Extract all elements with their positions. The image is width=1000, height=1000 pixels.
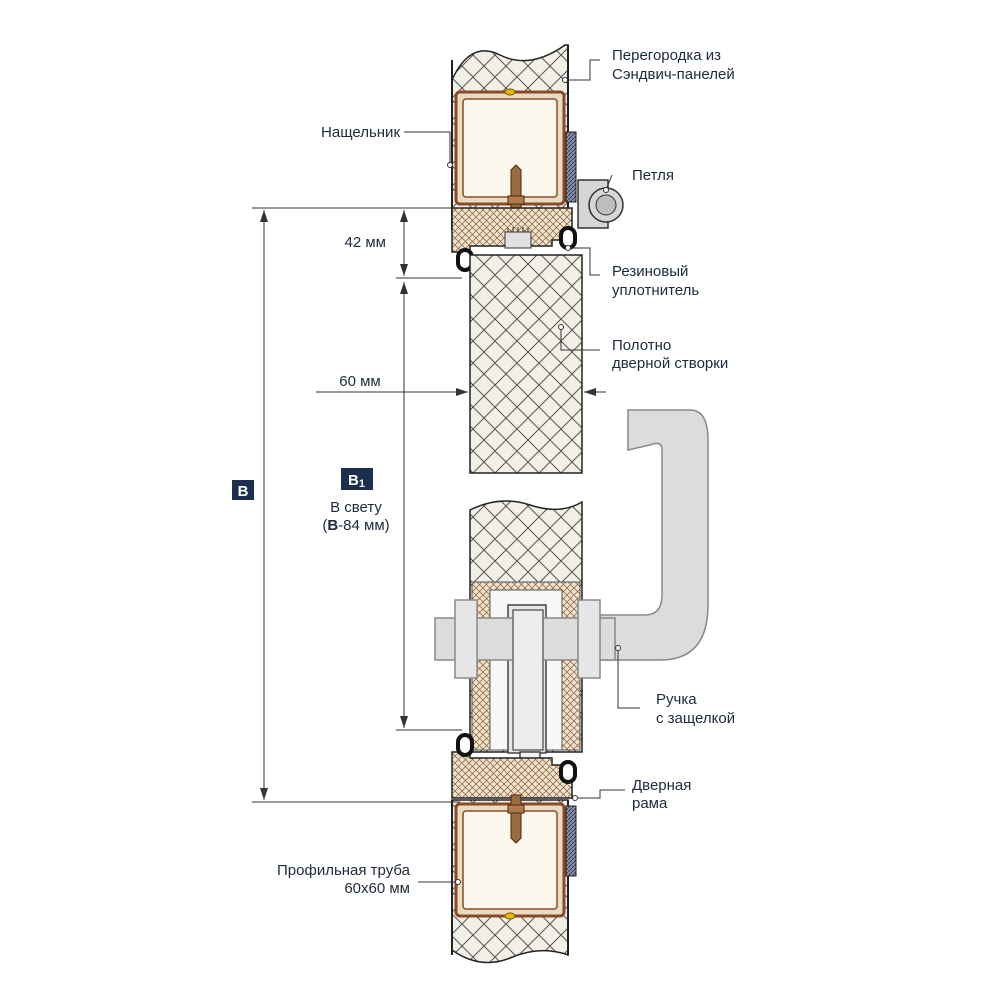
clear-opening-line2: (B-84 мм) [322, 517, 389, 534]
dimension-arrows [260, 210, 596, 800]
label-seal-line2: уплотнитель [612, 282, 699, 299]
label-tube-line1: Профильная труба [277, 862, 411, 879]
leader-dots [447, 77, 621, 885]
label-nashchelnik: Нащельник [321, 124, 400, 141]
badge-clear-letter: B [348, 472, 359, 489]
clear-open-paren: ( [322, 517, 327, 534]
label-tube-line2: 60х60 мм [344, 880, 410, 897]
label-partition-line1: Перегородка из [612, 47, 721, 64]
label-frame-line1: Дверная [632, 777, 691, 794]
handle-icon [434, 409, 709, 751]
dimension-leaf-thickness: 60 мм [339, 373, 380, 390]
clear-b-letter: B [327, 517, 338, 534]
badge-overall-text: B [238, 483, 249, 500]
clear-rest: -84 мм) [338, 517, 389, 534]
bottom-door-frame [451, 751, 573, 799]
leader-lines [404, 59, 640, 883]
top-profile-tube [454, 88, 566, 206]
label-leaf-line1: Полотно [612, 337, 671, 354]
bottom-rubber-seals [456, 733, 577, 784]
badge-overall: B [232, 480, 254, 500]
badge-clear-sub: 1 [359, 478, 365, 490]
top-nashchelnik [565, 131, 577, 203]
label-partition-line2: Сэндвич-панелей [612, 66, 735, 83]
clear-opening-line1: В свету [330, 499, 382, 516]
badge-clear: B1 [341, 468, 373, 490]
bottom-screw-icon [507, 794, 525, 844]
dimension-lines [252, 207, 606, 803]
door-leaf-upper [469, 254, 583, 474]
top-door-frame [451, 207, 573, 253]
label-leaf-line2: дверной створки [612, 355, 728, 372]
label-hinge: Петля [632, 167, 674, 184]
dimension-gap-top: 42 мм [345, 234, 386, 251]
badge-clear-text: B1 [348, 472, 365, 490]
label-frame-line2: рама [632, 795, 668, 812]
bottom-profile-tube [454, 802, 566, 920]
label-handle-line2: с защелкой [656, 710, 735, 727]
hinge-icon [577, 179, 624, 229]
bottom-nashchelnik [565, 805, 577, 877]
label-seal-line1: Резиновый [612, 263, 688, 280]
label-handle-line1: Ручка [656, 691, 697, 708]
top-rubber-seals [456, 226, 577, 272]
